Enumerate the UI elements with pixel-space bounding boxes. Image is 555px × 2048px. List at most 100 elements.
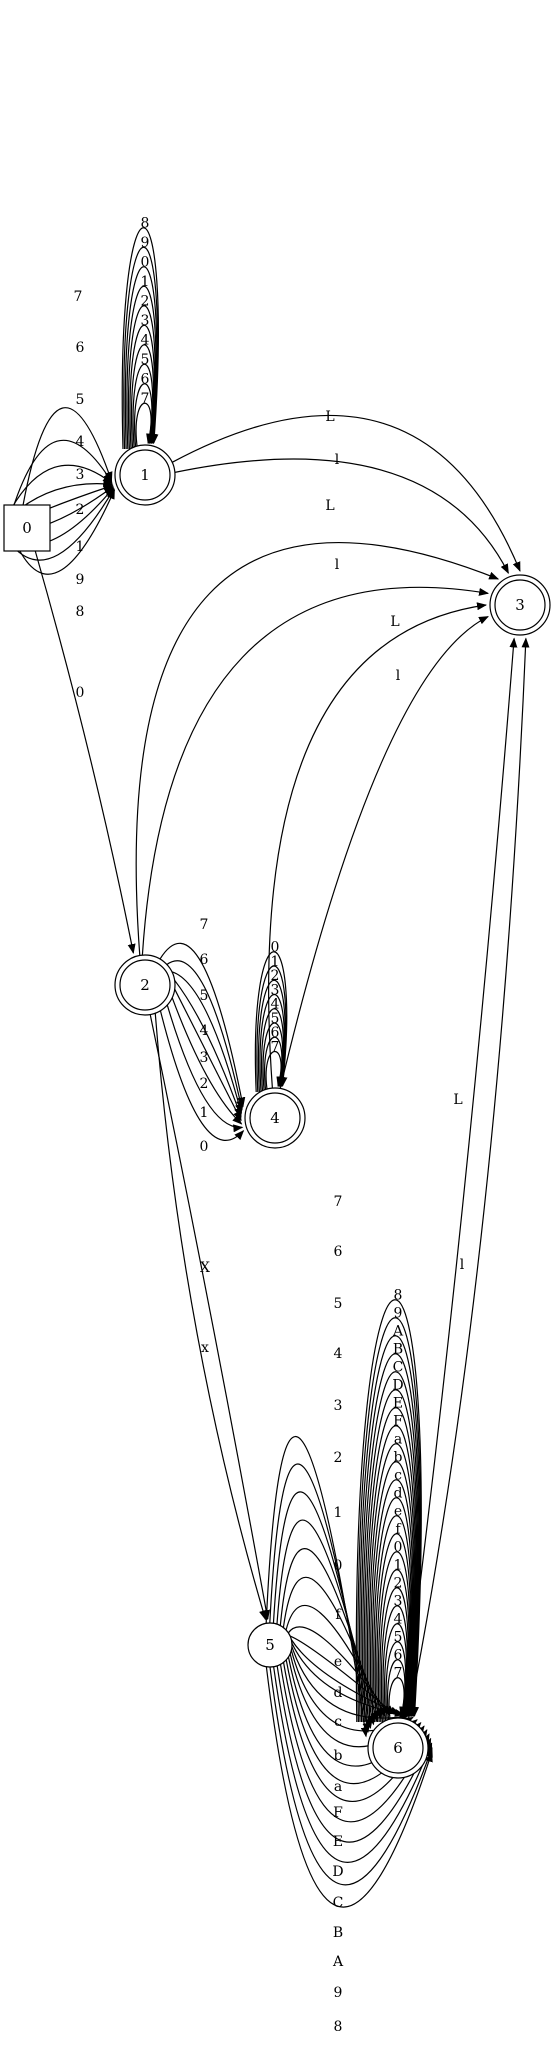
edge-6-self-14: [377, 1551, 411, 1723]
edge-5-6-18-label: B: [333, 1925, 343, 1941]
edge-0-1-8: [18, 488, 115, 575]
edge-6-self-15: [379, 1569, 410, 1723]
state-0: 0: [3, 504, 51, 552]
state-2-inner-circle: [119, 959, 171, 1011]
edge-6-self-8: [368, 1443, 416, 1723]
edge-6-self-4: [362, 1371, 419, 1723]
nodes-layer: 0 1 2 3 4 5 6: [3, 444, 551, 1779]
edge-5-6-1: [269, 1463, 371, 1734]
edge-6-3-0-label: L: [453, 1092, 462, 1108]
edge-2-3-0: [135, 542, 500, 956]
edge-6-self-7-label: F: [393, 1414, 403, 1430]
edges-layer: 76543219808901234567LlLl76543210Xx012345…: [3, 216, 530, 2035]
edge-0-2-0-label: 0: [76, 685, 85, 701]
edge-5-6-4: [279, 1548, 379, 1723]
edge-6-self-2: [358, 1335, 421, 1723]
edge-1-self-2-label: 0: [141, 255, 150, 271]
edge-5-6-15-label: E: [333, 1834, 343, 1850]
edge-6-3-0: [402, 637, 518, 1719]
edge-5-6-4-label: 3: [334, 1398, 343, 1414]
edge-1-3-0: [171, 414, 521, 572]
edge-6-self-3-label: B: [393, 1342, 403, 1358]
state-1-inner-circle: [119, 449, 171, 501]
edge-1-self-1-label: 9: [141, 235, 150, 251]
edge-6-self-20-label: 6: [394, 1648, 403, 1664]
state-3-label: 3: [515, 596, 525, 614]
edge-2-4-3: [174, 979, 242, 1118]
edge-0-1-2-label: 5: [76, 392, 85, 408]
edge-5-6-2-label: 5: [334, 1296, 343, 1312]
edge-6-self-6: [365, 1407, 417, 1723]
edge-2-5-0: [149, 1014, 271, 1621]
edge-6-self-4-label: C: [393, 1360, 404, 1376]
state-0-box: [3, 504, 51, 552]
state-6-label: 6: [393, 1739, 403, 1757]
edge-6-self-2-label: A: [392, 1324, 404, 1340]
edge-6-self-9-label: b: [394, 1450, 403, 1466]
edge-6-self-11: [373, 1497, 413, 1723]
edge-1-self-0-label: 8: [141, 216, 150, 232]
edge-5-6-8-label: f: [335, 1607, 342, 1623]
edge-6-self-1: [357, 1317, 421, 1723]
state-4-inner-circle: [249, 1092, 301, 1144]
edge-2-4-0: [159, 942, 246, 1108]
edge-5-6-3-label: 4: [334, 1346, 343, 1362]
edge-2-4-6: [166, 1004, 244, 1133]
edge-6-self-17-label: 3: [394, 1594, 403, 1610]
edge-2-5-1: [154, 1013, 267, 1621]
edge-1-self-3: [126, 285, 157, 450]
edge-6-self-19-label: 5: [394, 1630, 403, 1646]
edge-5-6-10: [291, 1642, 405, 1717]
edge-1-self-9: [135, 402, 154, 450]
edge-5-6-6-label: 1: [334, 1505, 343, 1521]
edge-2-4-4: [174, 988, 242, 1122]
edge-5-6-0-label: 7: [334, 1194, 343, 1210]
edge-2-3-1-label: l: [335, 557, 340, 573]
edge-6-self-9: [370, 1461, 415, 1723]
edge-6-self-3: [360, 1353, 420, 1723]
edge-4-self-7: [265, 1050, 285, 1093]
state-0-label: 0: [22, 519, 32, 537]
edge-5-6-5-label: 2: [334, 1450, 343, 1466]
edge-0-1-1: [11, 439, 113, 511]
edge-4-self-1: [256, 965, 287, 1093]
edge-4-self-0: [254, 951, 288, 1093]
edge-6-self-12-label: e: [394, 1504, 402, 1520]
edge-0-1-4-label: 3: [76, 467, 85, 483]
edge-2-4-7-label: 0: [200, 1139, 209, 1155]
edge-5-6-6: [285, 1604, 386, 1718]
edge-2-4-6-label: 1: [200, 1105, 209, 1121]
state-4: 4: [244, 1087, 306, 1149]
edge-5-6-10-label: d: [334, 1685, 343, 1701]
edge-1-self-0: [121, 227, 159, 450]
edge-5-6-12-label: b: [334, 1748, 343, 1764]
edge-5-6-20: [269, 1666, 433, 1886]
edge-5-6-19-label: A: [332, 1954, 344, 1970]
state-4-label: 4: [270, 1109, 280, 1127]
edge-2-5-0-label: X: [200, 1260, 210, 1276]
edge-2-5-1-label: x: [201, 1340, 209, 1356]
edge-2-4-1: [166, 960, 245, 1111]
edge-4-self-4-label: 4: [271, 997, 280, 1013]
edge-6-self-16: [380, 1587, 410, 1723]
edge-4-self-1-label: 1: [271, 954, 280, 970]
edge-5-6-17: [279, 1664, 430, 1823]
edge-1-self-8-label: 6: [141, 372, 150, 388]
edge-2-4-3-label: 4: [200, 1023, 209, 1039]
state-1-label: 1: [140, 466, 150, 484]
edge-0-1-6-label: 1: [76, 539, 85, 555]
edge-6-self-8-label: a: [394, 1432, 402, 1448]
edge-1-self-4-label: 2: [141, 294, 150, 310]
edge-5-6-11: [291, 1646, 410, 1722]
edge-4-self-6-label: 6: [271, 1025, 280, 1041]
state-5-label: 5: [265, 1636, 275, 1654]
edge-6-self-14-label: 0: [394, 1540, 403, 1556]
edge-5-6-9-label: e: [334, 1654, 342, 1670]
edge-1-3-0-label: L: [325, 409, 334, 425]
state-2: 2: [114, 954, 176, 1016]
edge-4-3-1: [279, 616, 489, 1089]
state-5: 5: [247, 1622, 293, 1668]
edge-6-self-16-label: 2: [394, 1576, 403, 1592]
state-1: 1: [114, 444, 176, 506]
